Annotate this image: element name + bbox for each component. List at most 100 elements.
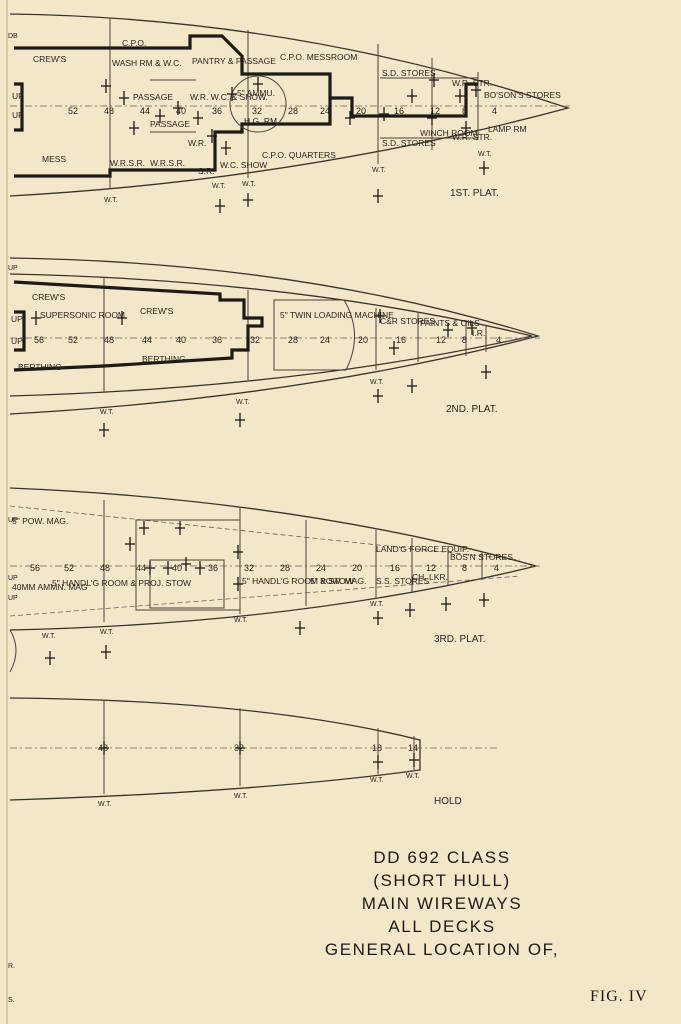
wireway-cross-marker bbox=[215, 199, 225, 213]
plat3-wt-2: W.T. bbox=[100, 629, 114, 636]
wireway-cross-marker bbox=[441, 597, 451, 611]
plat3-label-ch-lkr: CH. LKR. bbox=[412, 572, 448, 582]
plat3-frame-12: 12 bbox=[426, 563, 436, 573]
plat1-frame-12: 12 bbox=[430, 106, 440, 116]
plat1-frame-40: 40 bbox=[176, 106, 186, 116]
wireway-cross-marker bbox=[461, 121, 471, 135]
plat1-gun-trunk bbox=[229, 75, 287, 133]
plat2-up-2: UP bbox=[11, 336, 23, 346]
plat3-label-ss-stores: S.S. STORES bbox=[376, 576, 430, 586]
wireway-cross-marker bbox=[193, 111, 203, 125]
plat1-label-sr: S.R. bbox=[198, 166, 215, 176]
plat1-label-pantry: PANTRY & PASSAGE bbox=[192, 56, 276, 66]
plat1-frame-52: 52 bbox=[68, 106, 78, 116]
wireway-cross-marker bbox=[99, 423, 109, 437]
plat2-loading-machine-outline bbox=[273, 299, 355, 371]
left-margin-marks: DB UP UP UP UP R. S. bbox=[8, 33, 18, 1004]
margin-up-4: UP bbox=[8, 595, 18, 602]
wireway-cross-marker bbox=[233, 545, 243, 559]
plat2-wireway-stub bbox=[14, 310, 26, 352]
plat1-frame-28: 28 bbox=[288, 106, 298, 116]
plat1-frame-36: 36 bbox=[212, 106, 222, 116]
plat1-label-hg-rm: H.G. RM bbox=[244, 116, 277, 126]
plat3-frame-4: 4 bbox=[494, 563, 499, 573]
plat3-handling-room-box bbox=[135, 519, 241, 611]
plat1-label-wc-show: W.C. SHOW bbox=[220, 160, 267, 170]
plat3-frame-20: 20 bbox=[352, 563, 362, 573]
plat1-label-lamp-rm: LAMP RM bbox=[488, 124, 527, 134]
wireway-cross-marker bbox=[409, 753, 419, 767]
plat3-frame-16: 16 bbox=[390, 563, 400, 573]
plat1-frame-44: 44 bbox=[140, 106, 150, 116]
margin-up-2: UP bbox=[8, 517, 18, 524]
wireway-cross-marker bbox=[139, 521, 149, 535]
plat2-wireway-main bbox=[13, 280, 264, 372]
plat2-frame-8: 8 bbox=[462, 335, 467, 345]
plat1-label-winch-room: WINCH ROOM bbox=[420, 128, 478, 138]
plat2-frame-44: 44 bbox=[142, 335, 152, 345]
wireway-cross-marker bbox=[379, 107, 389, 121]
plat3-frame-44: 44 bbox=[136, 563, 146, 573]
plat1-frame-48: 48 bbox=[104, 106, 114, 116]
wireway-cross-marker bbox=[155, 109, 165, 123]
plat2-label-ir: I.R. bbox=[472, 328, 485, 338]
plat3-label-40mm-mag: 40MM AMMN. MAG bbox=[12, 582, 88, 592]
plat1-wt-4: W.T. bbox=[372, 167, 386, 174]
wireway-cross-marker bbox=[181, 557, 191, 571]
plat2-label-loading-machine: 5" TWIN LOADING MACHINE bbox=[280, 310, 394, 320]
plat3-frame-52: 52 bbox=[64, 563, 74, 573]
plat2-frame-36: 36 bbox=[212, 335, 222, 345]
plat2-hull-outline bbox=[9, 257, 541, 415]
plat1-label-cpo-quarters: C.P.O. QUARTERS bbox=[262, 150, 336, 160]
plat2-frame-4: 4 bbox=[496, 335, 501, 345]
wireway-cross-marker bbox=[405, 603, 415, 617]
plat2-frame-16: 16 bbox=[396, 335, 406, 345]
plat3-label-handling-room-1: 5" HANDL'G ROOM & PROJ. STOW bbox=[52, 578, 191, 588]
wireway-cross-marker bbox=[479, 161, 489, 175]
wireway-cross-marker bbox=[481, 365, 491, 379]
plat1-wireway-forward bbox=[330, 82, 478, 118]
wireway-cross-marker bbox=[253, 77, 263, 91]
wireway-cross-marker bbox=[195, 561, 205, 575]
hold-wt-1: W.T. bbox=[98, 801, 112, 808]
title-block: DD 692 CLASS (SHORT HULL) MAIN WIREWAYS … bbox=[322, 846, 562, 961]
wireway-cross-marker bbox=[373, 611, 383, 625]
margin-r: R. bbox=[8, 963, 15, 970]
title-line-1: DD 692 CLASS bbox=[373, 848, 511, 867]
hold-wt-3: W.T. bbox=[370, 777, 384, 784]
plat3-frame-48: 48 bbox=[100, 563, 110, 573]
plat2-frame-20: 20 bbox=[358, 335, 368, 345]
plat2-deck: CREW'S SUPERSONIC ROOM CREW'S 5" TWIN LO… bbox=[9, 257, 541, 416]
hold-frame-14: 14 bbox=[408, 743, 418, 753]
plat1-frame-32: 32 bbox=[252, 106, 262, 116]
title-line-3: MAIN WIREWAYS bbox=[361, 894, 523, 913]
plat1-frame-4: 4 bbox=[492, 106, 497, 116]
plat1-wt-2: W.T. bbox=[212, 183, 226, 190]
title-line-2: (SHORT HULL) bbox=[373, 871, 511, 890]
wireway-cross-marker bbox=[175, 521, 185, 535]
wireway-cross-marker bbox=[235, 413, 245, 427]
wireway-cross-marker bbox=[373, 389, 383, 403]
plat1-label-wr: W.R. bbox=[188, 138, 206, 148]
plat3-label-landing-force: LAND'G FORCE EQUIP. bbox=[376, 544, 469, 554]
plat3-frame-40: 40 bbox=[172, 563, 182, 573]
plat1-label-sd-stores: S.D. STORES bbox=[382, 68, 436, 78]
plat3-wt-1: W.T. bbox=[42, 633, 56, 640]
hold-frame-18: 18 bbox=[372, 743, 382, 753]
plat3-label-handling-room-2: 5" HANDL'G ROOM & STOW bbox=[242, 576, 354, 586]
plat1-wt-3: W.T. bbox=[242, 181, 256, 188]
wireway-cross-marker bbox=[145, 561, 155, 575]
plat3-frame-32: 32 bbox=[244, 563, 254, 573]
wireway-cross-marker bbox=[243, 193, 253, 207]
wireway-cross-marker bbox=[125, 537, 135, 551]
plat2-frame-24: 24 bbox=[320, 335, 330, 345]
plat1-label-wr-str-2: W.R. STR. bbox=[452, 132, 492, 142]
plat2-frame-48: 48 bbox=[104, 335, 114, 345]
plat1-label-crews: CREW'S bbox=[33, 54, 67, 64]
wireway-cross-marker bbox=[99, 741, 109, 755]
plat2-label-paints: PAINTS & OILS bbox=[420, 318, 480, 328]
plat2-label-berthing-1: BERTHING bbox=[18, 362, 62, 372]
plat1-up-1: UP bbox=[12, 91, 24, 101]
plat1-label-bosons-stores: BO'SON'S STORES bbox=[484, 90, 561, 100]
